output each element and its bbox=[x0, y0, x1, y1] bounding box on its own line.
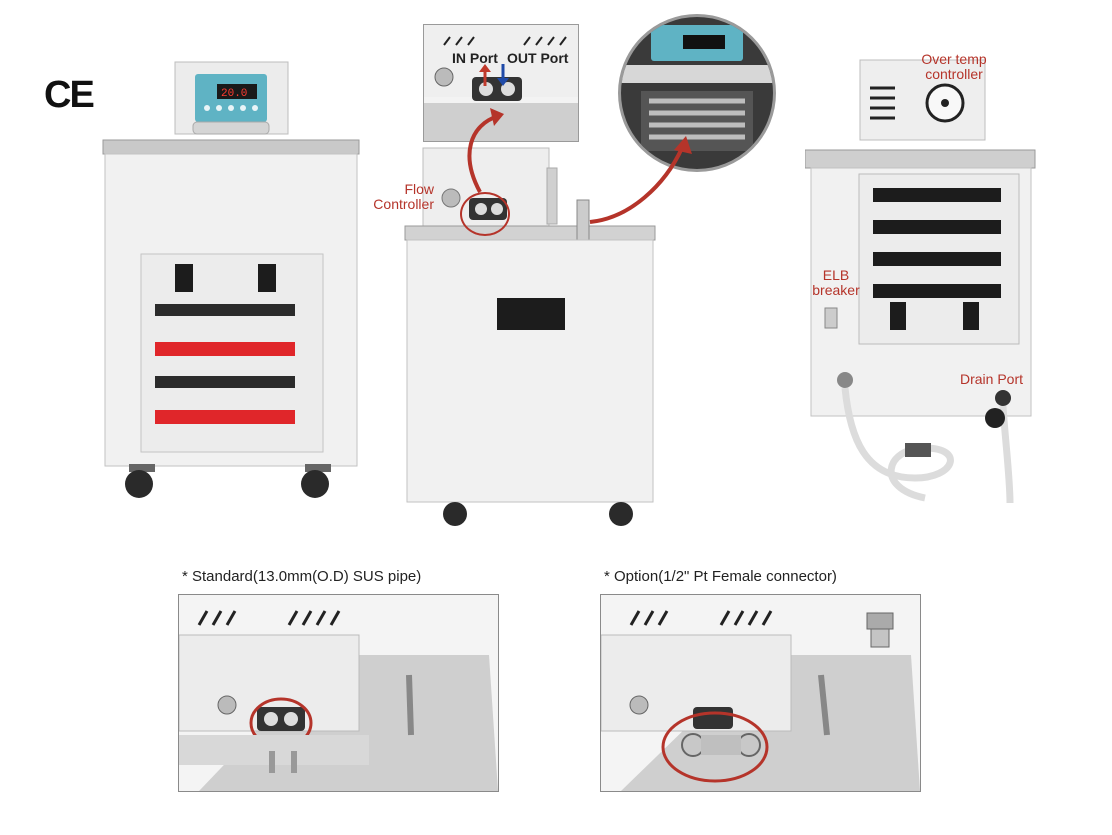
flow-controller-label: Flow Controller bbox=[373, 181, 434, 212]
circulator-rear-view bbox=[805, 58, 1055, 528]
down-arrow-icon bbox=[497, 64, 509, 86]
port-highlight-circle bbox=[460, 192, 510, 236]
callout-arrows bbox=[440, 100, 700, 240]
over-temp-controller-label: Over temp controller bbox=[921, 51, 987, 82]
elb-breaker-label: ELB breaker bbox=[812, 267, 860, 298]
option-connector-photo bbox=[600, 594, 921, 792]
cooling-coil-inset bbox=[618, 14, 776, 172]
circulator-front-view: 20.0 bbox=[95, 60, 370, 510]
up-arrow-icon bbox=[479, 64, 491, 86]
drain-port-label: Drain Port bbox=[960, 371, 1024, 387]
out-port-label: OUT Port bbox=[507, 50, 569, 66]
in-port-label: IN Port bbox=[452, 50, 498, 66]
ce-mark: CE bbox=[44, 74, 95, 116]
standard-connector-photo bbox=[178, 594, 499, 792]
display-readout: 20.0 bbox=[221, 88, 247, 100]
standard-caption: * Standard(13.0mm(O.D) SUS pipe) bbox=[182, 568, 422, 585]
option-caption: * Option(1/2" Pt Female connector) bbox=[604, 568, 837, 585]
circulator-side-view bbox=[395, 140, 665, 530]
